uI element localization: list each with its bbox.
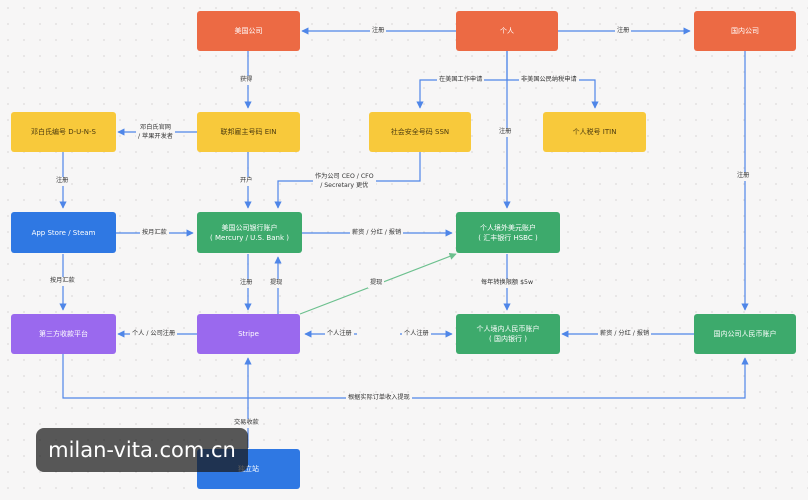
stripe-label: Stripe: [238, 330, 259, 338]
personal-rmb-label: 个人境内人民币账户 ( 国内银行 ): [476, 325, 540, 343]
edge-label-salary-2: 薪资 / 分红 / 报销: [598, 330, 652, 339]
edge-label-actual-order-withdraw: 根据实际订单收入提现: [346, 394, 412, 403]
ssn-label: 社会安全号码 SSN: [390, 128, 450, 136]
domestic-company-label: 国内公司: [731, 27, 759, 35]
edge-label-ceo-cfo: 作为公司 CEO / CFO / Secretary 更优: [313, 173, 376, 190]
edge-label-obtain: 获得: [238, 76, 255, 85]
watermark-text: milan-vita.com.cn: [48, 438, 236, 462]
personal-usd-node[interactable]: 个人境外美元账户 ( 汇丰银行 HSBC ): [456, 212, 560, 253]
ssn-node[interactable]: 社会安全号码 SSN: [369, 112, 471, 152]
itin-node[interactable]: 个人税号 ITIN: [543, 112, 646, 152]
individual-node[interactable]: 个人: [456, 11, 558, 51]
third-party-node[interactable]: 第三方收款平台: [11, 314, 116, 354]
edge-label-yearly-limit: 每年转换限额 $5w: [479, 279, 536, 288]
itin-label: 个人税号 ITIN: [572, 128, 617, 136]
edge-label-from-duns: 邓白氏官网 / 苹果开发者: [136, 124, 175, 141]
us-company-node[interactable]: 美国公司: [197, 11, 300, 51]
edge-label-register-domestic: 注册: [735, 172, 752, 181]
edge-label-work-in-us: 在美国工作申请: [437, 76, 485, 85]
third-party-label: 第三方收款平台: [39, 330, 88, 338]
edge-label-individual-company-register: 个人 / 公司注册: [130, 330, 178, 339]
edge-label-stripe-withdraw: 提现: [268, 279, 285, 288]
ein-label: 联邦雇主号码 EIN: [220, 128, 277, 136]
app-store-label: App Store / Steam: [31, 228, 96, 237]
watermark-banner: milan-vita.com.cn: [36, 428, 248, 472]
edge-label-salary-1: 薪资 / 分红 / 报销: [350, 229, 404, 238]
standalone-label: 独立站: [238, 465, 259, 473]
edge-label-register-right: 注册: [615, 27, 632, 36]
edge-label-register-left: 注册: [370, 27, 387, 36]
edge-third-party-to-domestic-account: [62, 354, 749, 399]
us-company-label: 美国公司: [234, 27, 263, 35]
edge-label-individual-register-1: 个人注册: [325, 330, 354, 339]
domestic-account-label: 国内公司人民币账户: [713, 330, 777, 338]
duns-label: 邓白氏编号 D-U-N-S: [31, 128, 96, 136]
us-bank-node[interactable]: 美国公司银行账户 ( Mercury / U.S. Bank ): [197, 212, 302, 253]
edge-label-register-duns: 注册: [54, 177, 71, 186]
ein-node[interactable]: 联邦雇主号码 EIN: [197, 112, 300, 152]
personal-rmb-node[interactable]: 个人境内人民币账户 ( 国内银行 ): [456, 314, 560, 354]
edge-label-stripe-register: 注册: [238, 279, 255, 288]
app-store-node[interactable]: App Store / Steam: [11, 212, 116, 253]
personal-usd-label: 个人境外美元账户 ( 汇丰银行 HSBC ): [478, 223, 538, 242]
edge-label-monthly-pay-2: 按月汇款: [48, 277, 77, 286]
edge-label-register-individual: 注册: [497, 128, 514, 137]
edge-label-non-resident: 非美国公民纳税申请: [519, 76, 579, 85]
edge-label-individual-register-2: 个人注册: [402, 330, 431, 339]
duns-node[interactable]: 邓白氏编号 D-U-N-S: [11, 112, 116, 152]
edge-label-open-account: 开户: [238, 177, 255, 186]
edge-label-monthly-pay: 按月汇款: [140, 229, 169, 238]
stripe-node[interactable]: Stripe: [197, 314, 300, 354]
edge-label-withdraw-personal: 提现: [368, 279, 385, 288]
us-bank-label: 美国公司银行账户 ( Mercury / U.S. Bank ): [210, 223, 289, 242]
individual-label: 个人: [500, 27, 514, 35]
domestic-account-node[interactable]: 国内公司人民币账户: [694, 314, 796, 354]
domestic-company-node[interactable]: 国内公司: [694, 11, 796, 51]
edge-label-transaction: 交易收款: [232, 419, 261, 428]
